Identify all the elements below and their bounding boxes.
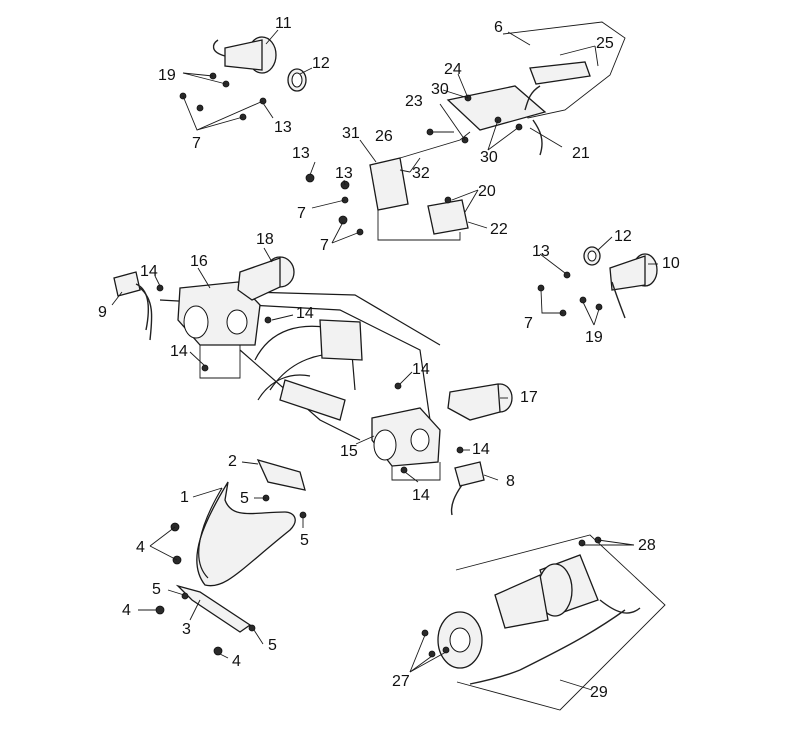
callout-4b: 4 — [122, 602, 131, 619]
callout-32: 32 — [412, 165, 430, 182]
callout-13c: 13 — [335, 165, 353, 182]
callout-12: 12 — [312, 55, 330, 72]
callout-5b: 5 — [300, 532, 309, 549]
callout-13d: 13 — [532, 243, 550, 260]
callout-24: 24 — [444, 61, 462, 78]
callout-5d: 5 — [268, 637, 277, 654]
callout-17: 17 — [520, 389, 538, 406]
callout-7d: 7 — [524, 315, 533, 332]
callout-4c: 4 — [232, 653, 241, 670]
callout-20: 20 — [478, 183, 496, 200]
callout-23: 23 — [405, 93, 423, 110]
actuator-assembly — [421, 534, 666, 711]
callout-16: 16 — [190, 253, 208, 270]
callout-28: 28 — [638, 537, 656, 554]
callout-10: 10 — [662, 255, 680, 272]
callout-30: 30 — [431, 81, 449, 98]
callout-14e: 14 — [472, 441, 490, 458]
callout-6: 6 — [494, 19, 503, 36]
callout-4: 4 — [136, 539, 145, 556]
callout-27: 27 — [392, 673, 410, 690]
callout-labels: 11 12 19 7 13 6 25 24 30 23 26 31 30 21 … — [98, 15, 680, 701]
callout-29: 29 — [590, 684, 608, 701]
callout-21: 21 — [572, 145, 590, 162]
callout-25: 25 — [596, 35, 614, 52]
callout-19b: 19 — [585, 329, 603, 346]
callout-12b: 12 — [614, 228, 632, 245]
callout-1: 1 — [180, 489, 189, 506]
callout-14d: 14 — [412, 361, 430, 378]
callout-8: 8 — [506, 473, 515, 490]
license-bracket-assembly — [305, 21, 626, 241]
callout-2: 2 — [228, 453, 237, 470]
callout-26: 26 — [375, 128, 393, 145]
callout-19: 19 — [158, 67, 176, 84]
left-headlight-housing — [113, 256, 295, 379]
callout-13: 13 — [274, 119, 292, 136]
callout-30b: 30 — [480, 149, 498, 166]
callout-13b: 13 — [292, 145, 310, 162]
callout-31: 31 — [342, 125, 360, 142]
callout-15: 15 — [340, 443, 358, 460]
callout-11: 11 — [275, 15, 292, 32]
leader-lines — [111, 29, 658, 691]
rear-lamp-left-assembly — [179, 36, 307, 121]
callout-18: 18 — [256, 231, 274, 248]
callout-7: 7 — [192, 135, 201, 152]
callout-14c: 14 — [170, 343, 188, 360]
headlight-lens-assembly — [155, 458, 307, 656]
callout-9: 9 — [98, 304, 107, 321]
callout-14f: 14 — [412, 487, 430, 504]
callout-3: 3 — [182, 621, 191, 638]
callout-5c: 5 — [152, 581, 161, 598]
callout-14: 14 — [140, 263, 158, 280]
rear-lamp-right-assembly — [537, 246, 658, 319]
callout-14b: 14 — [296, 305, 314, 322]
callout-22: 22 — [490, 221, 508, 238]
callout-7c: 7 — [320, 237, 329, 254]
right-headlight-housing — [371, 382, 513, 516]
callout-7b: 7 — [297, 205, 306, 222]
callout-5: 5 — [240, 490, 249, 507]
